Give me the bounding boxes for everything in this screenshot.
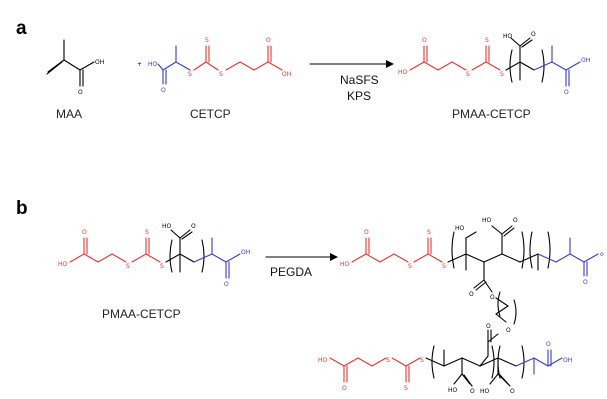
panel-b-label: b: [16, 198, 28, 219]
pmaa-cetcp-structure-a: HO O S S S HO O O OH: [398, 31, 590, 96]
pmaa-cetcp-structure-b: HO O S S S HO O O OH: [58, 223, 250, 288]
prodb-lo-thione-s: S: [404, 385, 408, 392]
prod-a-s2: S: [500, 71, 504, 78]
pmaa-cetcp-label-b: PMAA-CETCP: [102, 307, 181, 321]
plus-sign: +: [137, 61, 142, 68]
prodb-lo-s1: S: [386, 357, 390, 364]
prod-a-blue-o: O: [564, 89, 569, 96]
react-b-acid-o: O: [82, 229, 87, 236]
cetcp-sulfur-1: S: [188, 71, 192, 78]
reagent-nasfs: NaSFS: [340, 73, 379, 87]
prodb-lo-ho3: HO: [480, 388, 490, 395]
cetcp-label: CETCP: [190, 107, 231, 121]
react-b-thione-s: S: [145, 229, 149, 236]
react-b-s1: S: [126, 263, 130, 270]
prodb-up-ester-o: O: [469, 291, 474, 298]
prodb-up-s2: S: [442, 263, 446, 270]
cetcp-sulfur-2: S: [219, 71, 223, 78]
prod-a-cooh-ho: HO: [503, 33, 513, 40]
prodb-up-cooh-o: O: [513, 217, 518, 224]
prodb-lo-o2: O: [470, 388, 475, 395]
crosslinked-product-lower: HO O S S S HO O HO O: [318, 341, 572, 395]
reagent-pegda: PEGDA: [270, 265, 312, 279]
peg-o1: O: [490, 294, 495, 301]
prodb-up-cooh-ho: HO: [482, 217, 492, 224]
prodb-lo-blue-o: O: [546, 341, 551, 348]
reaction-arrow-a: [309, 60, 394, 68]
react-b-cooh-o: O: [191, 223, 196, 230]
peg-o3: O: [486, 323, 491, 330]
react-b-blue-o: O: [224, 281, 229, 288]
react-b-ho: HO: [58, 261, 68, 268]
prod-a-acid-o: O: [422, 37, 427, 44]
cetcp-acid-oh: OH: [282, 71, 291, 78]
maa-structure: O OH: [46, 39, 104, 96]
prodb-lo-blue-oh: OH: [563, 357, 572, 364]
prodb-up-ho2: HO: [455, 225, 465, 232]
prodb-up-acid-o: O: [364, 229, 369, 236]
prodb-lo-ho2: HO: [448, 387, 458, 394]
cetcp-carbonyl-o: O: [161, 87, 166, 94]
prodb-up-blue-o: O: [583, 279, 588, 286]
prodb-up-blue-oh: o: [600, 251, 604, 258]
prod-a-thione-s: S: [485, 37, 489, 44]
crosslinked-product-upper: HO O S S S HO HO O O: [340, 217, 604, 298]
maa-label: MAA: [56, 107, 82, 121]
prod-a-ho: HO: [398, 69, 408, 76]
prodb-up-s1: S: [408, 263, 412, 270]
prod-a-s1: S: [466, 71, 470, 78]
cetcp-structure: HO O S S S O OH: [148, 37, 291, 94]
prodb-lo-acid-o: O: [342, 385, 347, 392]
react-b-cooh-ho: HO: [162, 223, 172, 230]
prod-a-cooh-o: O: [531, 31, 536, 38]
cetcp-thione-s: S: [205, 37, 209, 44]
cetcp-hydroxyl: HO: [148, 61, 158, 68]
panel-a-label: a: [16, 18, 27, 39]
prodb-lo-o3: O: [510, 388, 515, 395]
peg-o2: O: [506, 327, 511, 334]
reaction-arrow-b: [265, 253, 338, 261]
cetcp-acid-o: O: [266, 37, 271, 44]
prod-a-blue-oh: OH: [581, 57, 590, 64]
react-b-blue-oh: OH: [241, 249, 250, 256]
reagent-kps: KPS: [347, 89, 371, 103]
peg-linker: O O O: [486, 291, 517, 357]
pmaa-cetcp-label-a: PMAA-CETCP: [452, 107, 531, 121]
prodb-lo-ho: HO: [318, 357, 328, 364]
react-b-s2: S: [160, 263, 164, 270]
prodb-up-ho: HO: [340, 261, 350, 268]
maa-hydroxyl: OH: [95, 59, 104, 66]
prodb-lo-s2: S: [420, 357, 424, 364]
maa-oxygen: O: [78, 89, 83, 96]
prodb-up-thione-s: S: [427, 229, 431, 236]
